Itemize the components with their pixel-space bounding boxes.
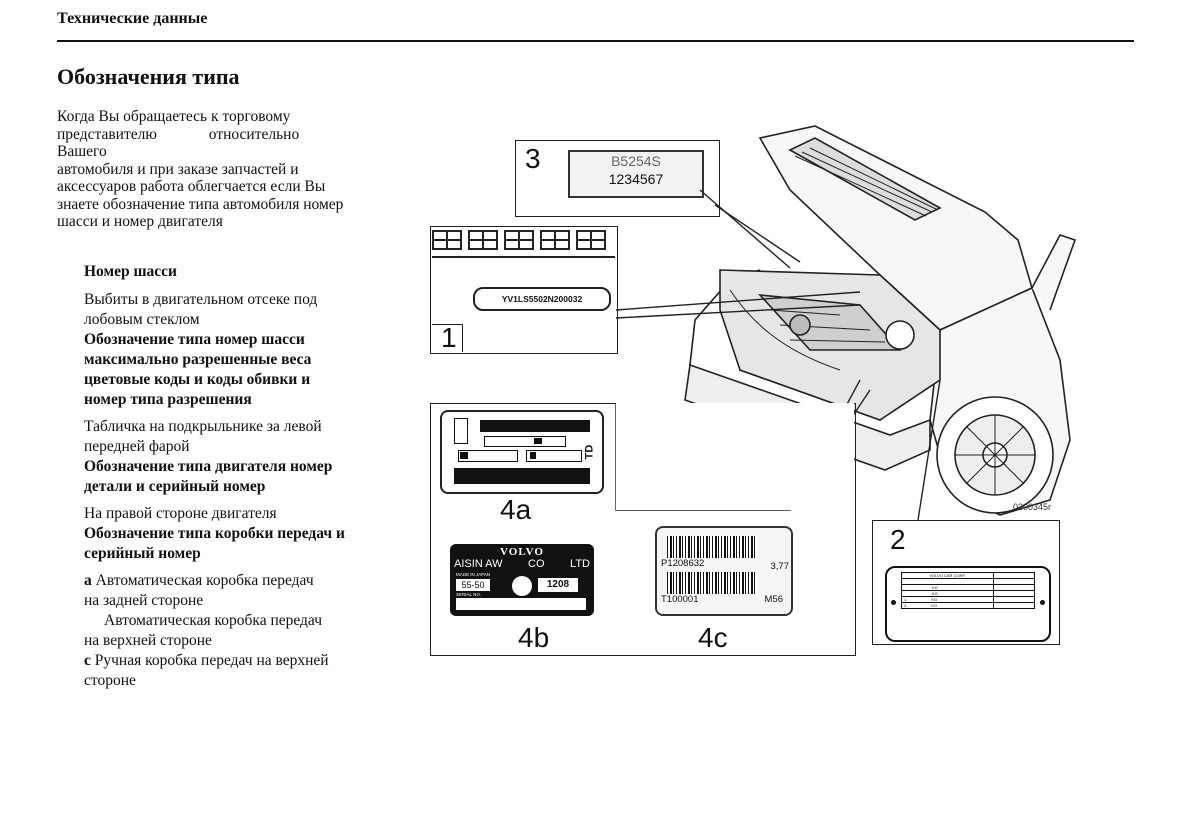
vent-icon xyxy=(576,230,606,250)
intro-paragraph: Когда Вы обращаетесь к торговому предста… xyxy=(57,108,395,231)
vehicle-type-plate: VOLVO CAR CORP. KG KG 1.KG 2.KG xyxy=(885,566,1051,642)
chassis-location: лобовым стеклом xyxy=(84,311,200,328)
gearbox-b-line-2: на верхней стороне xyxy=(84,632,212,649)
intro-line: аксессуаров работа облегчается если Вы xyxy=(57,178,326,195)
intro-line: представителю относительно Вашего xyxy=(57,125,300,161)
intro-line: шасси и номер двигателя xyxy=(57,213,223,230)
aisin-seal xyxy=(512,576,532,596)
aisin-brand: VOLVO xyxy=(500,546,544,558)
gearbox-b-line: Автоматическая коробка передач xyxy=(104,612,322,629)
chassis-divider xyxy=(432,256,615,258)
aisin-maker: AISIN AW xyxy=(454,558,503,570)
intro-line: знаете обозначение типа автомобиля номер xyxy=(57,195,344,213)
label-row xyxy=(458,450,518,462)
gearbox-a-line: а Автоматическая коробка передач xyxy=(84,571,394,591)
box-4b-number: 4b xyxy=(518,622,550,653)
box-2-number: 2 xyxy=(890,524,906,555)
label-bar xyxy=(530,452,536,459)
label-bar xyxy=(534,438,542,444)
barcode-part-number: P1208632 xyxy=(661,558,705,569)
intro-line: Когда Вы обращаетесь к торговому xyxy=(57,108,291,125)
chassis-heading: Номер шасси xyxy=(84,263,177,280)
details-column: Номер шасси Выбиты в двигательном отсеке… xyxy=(84,262,394,691)
engine-location: На правой стороне двигателя xyxy=(84,505,277,522)
aisin-co: CO xyxy=(528,558,545,570)
barcode-icon xyxy=(667,536,757,558)
box-1-number: 1 xyxy=(441,322,457,353)
plate-weight: KG xyxy=(931,597,938,602)
label-bar xyxy=(480,420,590,432)
aisin-gearbox-plate: VOLVO AISIN AW CO LTD MADE IN JAPAN 55-5… xyxy=(450,544,594,616)
manual-gearbox-barcode-label: P1208632 3,77 T100001 M56 xyxy=(655,526,793,616)
plate-weight-row: 2. KG xyxy=(901,602,994,609)
engine-code: B5254S xyxy=(611,153,661,169)
section-header: Технические данные xyxy=(57,10,208,27)
header-rule xyxy=(57,40,1134,42)
vin-plate: YV1LS5502N200032 xyxy=(473,287,611,311)
aisin-maker-row: AISIN AW CO LTD xyxy=(454,558,590,570)
engine-designation-bold: Обозначение типа двигателя номер xyxy=(84,458,333,475)
gearbox-designation-bold: серийный номер xyxy=(84,545,201,562)
plate-row-number: 2. xyxy=(904,603,908,608)
rivet-icon xyxy=(891,600,896,605)
barcode-model: M56 xyxy=(764,594,783,605)
vent-icon xyxy=(540,230,570,250)
box-4a-frame xyxy=(616,403,854,510)
type-designation-bold: номер типа разрешения xyxy=(84,391,252,408)
gearbox-c-text: Ручная коробка передач на верхней xyxy=(94,652,329,669)
aisin-made: MADE IN JAPAN xyxy=(456,572,491,577)
label-bar xyxy=(460,452,468,459)
label-row xyxy=(484,436,566,447)
box-4a-number: 4a xyxy=(500,494,532,525)
engine-code-plate: B5254S 1234567 xyxy=(568,150,704,198)
figure-code: 0300345r xyxy=(1013,502,1052,512)
label-grid xyxy=(454,418,468,444)
gearbox-c-letter: с xyxy=(84,652,91,669)
td-mark: TD xyxy=(583,444,596,460)
engine-label-4a: TD xyxy=(440,410,604,494)
box-3-number: 3 xyxy=(525,143,541,174)
windshield-vents xyxy=(432,230,606,252)
vent-icon xyxy=(468,230,498,250)
gearbox-c-line-2: стороне xyxy=(84,672,136,689)
plate-row-number: 1. xyxy=(904,597,908,602)
type-plate-table: VOLVO CAR CORP. KG KG 1.KG 2.KG xyxy=(901,572,1035,609)
chassis-location: Выбиты в двигательном отсеке под xyxy=(84,291,318,308)
plate-location: Табличка на подкрыльнике за левой xyxy=(84,418,322,435)
box-4c-number: 4c xyxy=(698,622,728,653)
gearbox-c-line: с Ручная коробка передач на верхней xyxy=(84,651,394,671)
type-designation-bold: цветовые коды и коды обивки и xyxy=(84,371,311,388)
type-designation-bold: максимально разрешенные веса xyxy=(84,351,312,368)
car-engine-bay-illustration xyxy=(684,125,1077,516)
barcode-serial: T100001 xyxy=(661,594,699,605)
aisin-code: 1208 xyxy=(538,578,578,592)
type-designation-bold: Обозначение типа номер шасси xyxy=(84,331,305,348)
label-row xyxy=(526,450,582,462)
gearbox-a-letter: а xyxy=(84,572,92,589)
gearbox-designation-bold: Обозначение типа коробки передач и xyxy=(84,525,345,542)
aisin-serial-label: SERIAL NO. xyxy=(456,592,482,597)
gearbox-a-text: Автоматическая коробка передач xyxy=(95,572,314,589)
page-title: Обозначения типа xyxy=(57,64,240,89)
rivet-icon xyxy=(1040,600,1045,605)
aisin-serial-field xyxy=(456,598,586,610)
plate-weight: KG xyxy=(931,603,938,608)
aisin-ltd: LTD xyxy=(570,558,590,570)
barcode-icon xyxy=(667,572,757,594)
vent-icon xyxy=(504,230,534,250)
engine-serial: 1234567 xyxy=(608,171,664,187)
barcode-ratio: 3,77 xyxy=(770,561,790,572)
label-bar xyxy=(454,468,590,484)
box-1-frame xyxy=(432,324,463,352)
engine-designation-bold: детали и серийный номер xyxy=(84,478,266,495)
vent-icon xyxy=(432,230,462,250)
aisin-model: 55-50 xyxy=(456,579,490,591)
intro-line: автомобиля и при заказе запчастей и xyxy=(57,160,299,178)
gearbox-a-line-2: на задней стороне xyxy=(84,592,204,609)
plate-location: передней фарой xyxy=(84,438,190,455)
